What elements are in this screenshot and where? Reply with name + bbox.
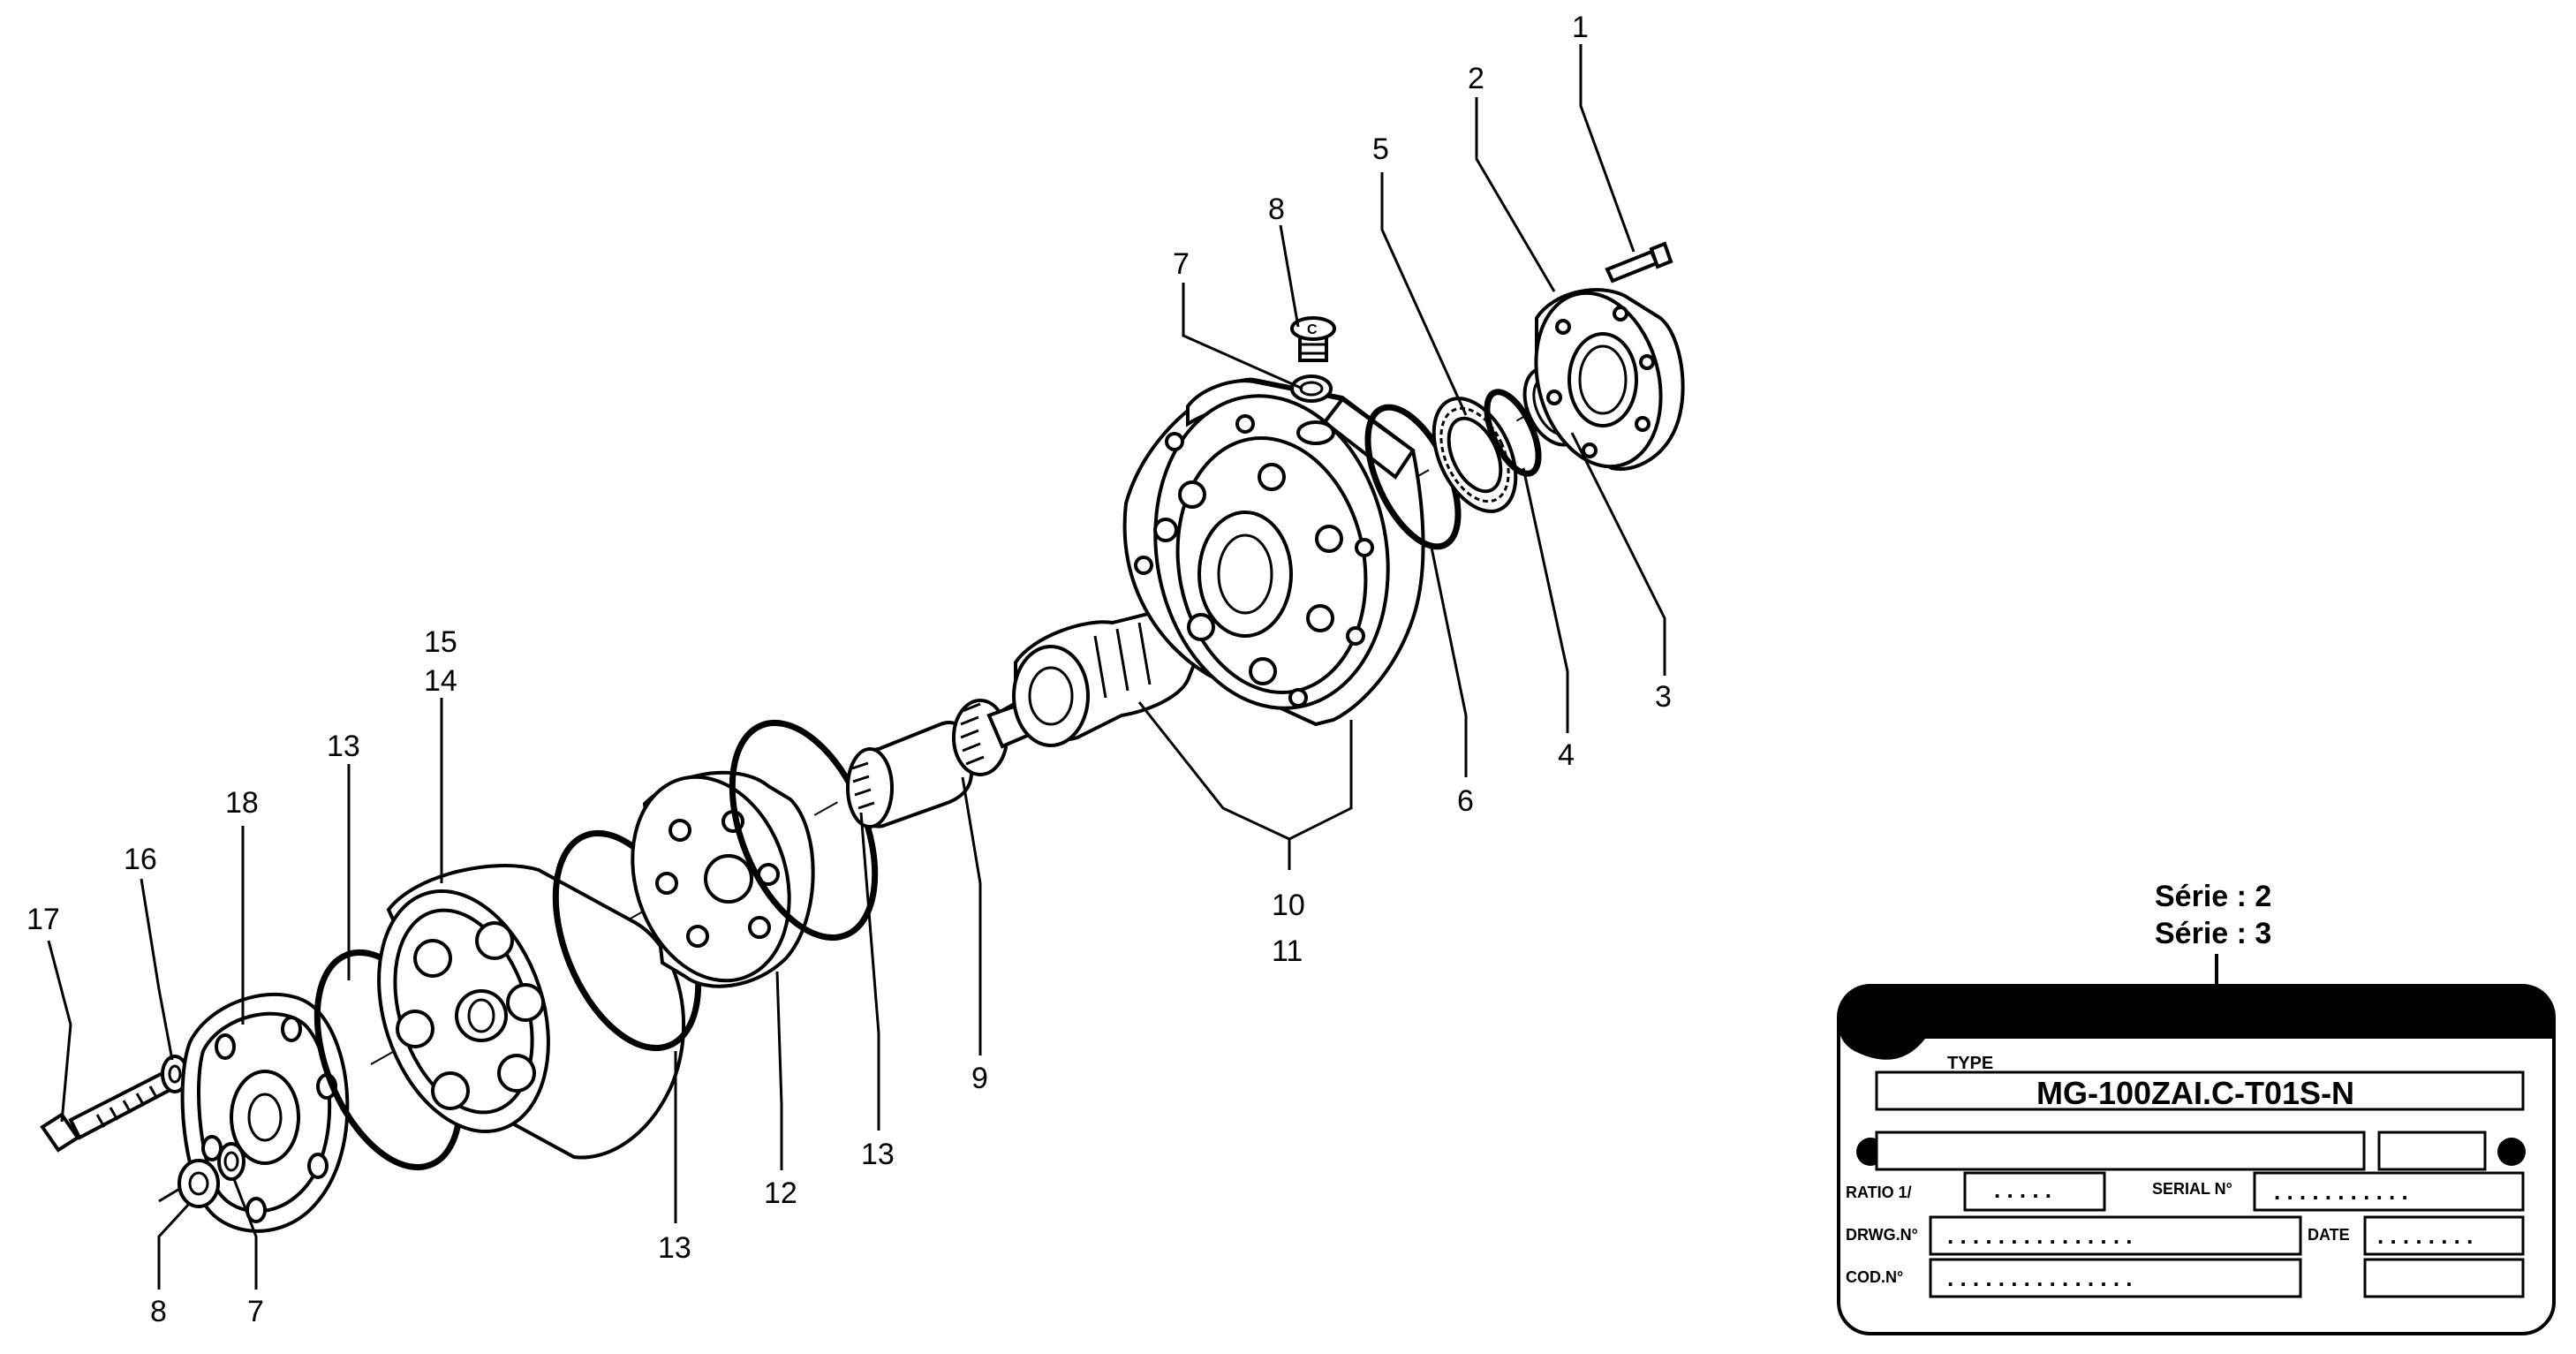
callout-2: 2: [1468, 62, 1484, 95]
part-2-front-flange: [1534, 288, 1685, 471]
part-14-15-rotor-housing: [377, 864, 686, 1160]
part-10-11-housing: [1122, 377, 1425, 727]
callout-13-lower: 13: [658, 1231, 691, 1265]
part-12-valve-plate: [631, 770, 815, 988]
part-8-plug-top: C: [1290, 316, 1336, 362]
callout-4: 4: [1558, 738, 1575, 772]
drwg-dots: . . . . . . . . . . . . . . .: [1947, 1222, 2133, 1249]
serial-label: SERIAL N°: [2152, 1180, 2232, 1198]
callout-18: 18: [225, 786, 259, 820]
nameplate-header-band: [1839, 986, 2554, 1060]
cod-label: COD.N°: [1846, 1268, 1903, 1286]
callout-15: 15: [424, 625, 457, 659]
cod-box: [1929, 1258, 2302, 1298]
ratio-box: [1963, 1171, 2106, 1212]
date-dots: . . . . . . . .: [2377, 1222, 2473, 1249]
callout-8-bottom: 8: [150, 1295, 167, 1328]
callout-3: 3: [1655, 680, 1672, 714]
date-box: [2363, 1215, 2525, 1256]
nameplate: Série : 2 Série : 3 TYPE MG-100ZAI.C-T01…: [1837, 880, 2556, 1335]
callout-6: 6: [1457, 784, 1474, 818]
blank-box-2: [2377, 1131, 2487, 1171]
callout-12: 12: [764, 1176, 797, 1210]
plug-mark: C: [1307, 322, 1318, 337]
serie-line-1: Série : 2: [2155, 880, 2271, 913]
callout-1: 1: [1572, 11, 1589, 44]
date-label: DATE: [2308, 1226, 2350, 1244]
part-5-bearing: [1432, 397, 1518, 513]
type-box: [1875, 1070, 2525, 1111]
callout-16: 16: [124, 843, 157, 876]
exploded-assembly: C: [40, 241, 1685, 1233]
callout-5: 5: [1372, 132, 1389, 166]
serie-line-2: Série : 3: [2155, 917, 2271, 950]
serial-dots: . . . . . . . . . . .: [2274, 1178, 2408, 1205]
part-7-seal-top: [1290, 374, 1333, 403]
type-label: TYPE: [1947, 1054, 1993, 1073]
drwg-label: DRWG.N°: [1846, 1226, 1918, 1244]
cod-dots: . . . . . . . . . . . . . . .: [1947, 1265, 2133, 1291]
callout-14: 14: [424, 664, 457, 698]
blank-box-3: [2363, 1258, 2525, 1298]
drwg-box: [1929, 1215, 2302, 1256]
type-value: MG-100ZAI.C-T01S-N: [2036, 1075, 2354, 1111]
callout-10: 10: [1272, 889, 1305, 922]
part-8-plug-bottom: [158, 1159, 220, 1208]
ratio-label: RATIO 1/: [1846, 1184, 1912, 1201]
part-7-seal-bottom: [217, 1142, 246, 1181]
callout-numbers: 1 2 5 8 7 3 4 6 10 11 9 13 12 13 15 14 1…: [26, 11, 1672, 1328]
part-1-screw: [1605, 241, 1673, 284]
serial-box: [2253, 1171, 2525, 1212]
callout-11: 11: [1272, 934, 1303, 968]
ratio-dots: . . . . .: [1994, 1176, 2051, 1203]
leader-lines: [47, 44, 1666, 1290]
part-4-ring: [1484, 389, 1542, 477]
callout-13-left: 13: [327, 730, 360, 763]
callout-7-top: 7: [1173, 247, 1190, 281]
callout-7-bottom: 7: [247, 1295, 264, 1328]
callout-8-top: 8: [1268, 193, 1285, 226]
callout-17: 17: [26, 903, 60, 936]
callout-13-right: 13: [861, 1138, 895, 1171]
callout-9: 9: [971, 1062, 988, 1095]
blank-box-1: [1875, 1131, 2366, 1171]
mount-hole-right: [2497, 1138, 2526, 1166]
